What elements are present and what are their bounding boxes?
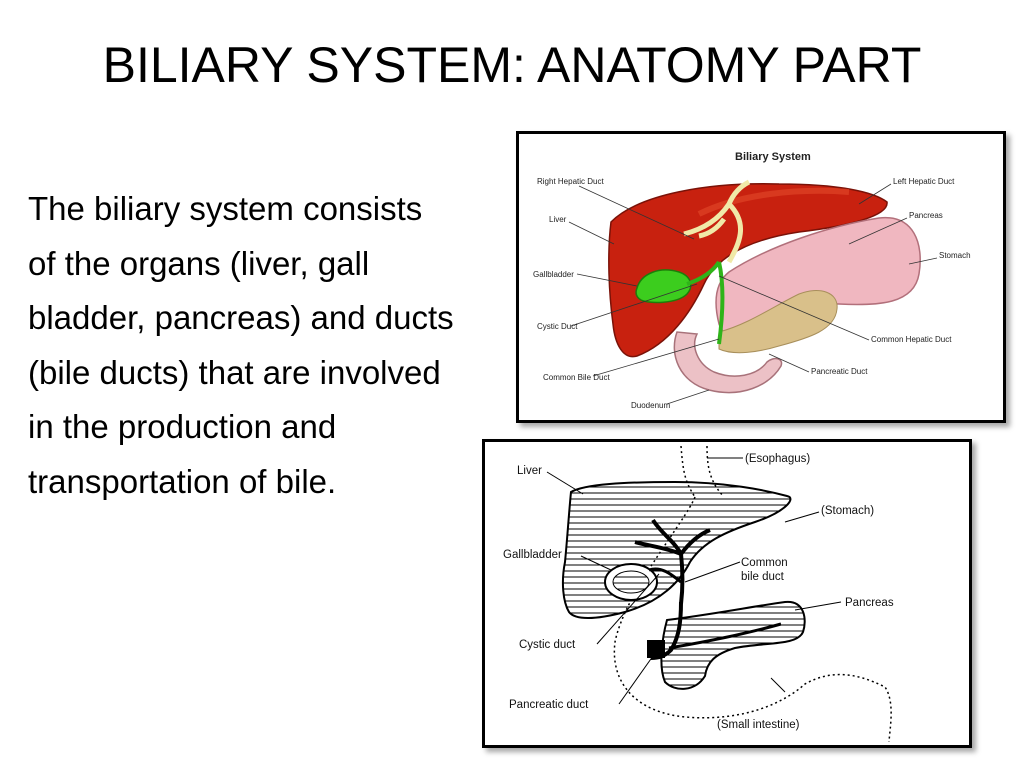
esophagus-outline <box>680 445 724 498</box>
label-left-hepatic-duct: Left Hepatic Duct <box>893 177 955 186</box>
label-gallbladder: Gallbladder <box>533 270 574 279</box>
label-pancreas: Pancreas <box>909 211 943 220</box>
bile-duct-path <box>686 260 725 345</box>
gallbladder-inner <box>612 570 650 594</box>
biliary-system-color-illustration: Biliary System <box>516 131 1006 423</box>
label-common-bile-duct: Common Bile Duct <box>543 373 610 382</box>
ampulla-mark <box>647 640 665 658</box>
liver-highlight <box>697 187 850 217</box>
hepatic-ducts <box>683 179 751 264</box>
label-common-hepatic-duct: Common Hepatic Duct <box>871 335 952 344</box>
label-cystic-duct-2: Cystic duct <box>519 639 576 651</box>
label-esophagus: (Esophagus) <box>745 453 810 465</box>
biliary-line-diagram: (Esophagus) Liver (Stomach) Gallbladder … <box>503 445 894 743</box>
label-common-bile-duct-2b: bile duct <box>741 571 785 583</box>
label-liver-2: Liver <box>517 465 542 477</box>
slide-title: BILIARY SYSTEM: ANATOMY PART <box>102 37 922 93</box>
figure1-title: Biliary System <box>735 151 811 163</box>
leader-lines-2 <box>546 457 842 705</box>
label-liver: Liver <box>549 215 567 224</box>
cystic-duct-line <box>648 567 682 584</box>
biliary-color-diagram: Biliary System <box>533 151 971 410</box>
label-cystic-duct: Cystic Duct <box>537 322 578 331</box>
label-pancreatic-duct-2: Pancreatic duct <box>509 699 589 711</box>
label-common-bile-duct-2a: Common <box>741 557 788 569</box>
label-pancreatic-duct: Pancreatic Duct <box>811 367 868 376</box>
label-stomach: Stomach <box>939 251 971 260</box>
gallbladder-shape <box>635 269 692 304</box>
duodenum-shape <box>673 331 783 394</box>
label-gallbladder-2: Gallbladder <box>503 549 562 561</box>
liver-shape <box>608 183 888 358</box>
pancreas-shape <box>718 290 838 354</box>
biliary-system-line-drawing: (Esophagus) Liver (Stomach) Gallbladder … <box>482 439 972 748</box>
label-duodenum: Duodenum <box>631 401 670 410</box>
leader-lines <box>568 183 938 405</box>
pancreatic-duct-line <box>668 622 782 650</box>
label-pancreas-2: Pancreas <box>845 597 894 609</box>
slide-body-text: The biliary system consists of the organ… <box>28 190 454 500</box>
label-right-hepatic-duct: Right Hepatic Duct <box>537 177 604 186</box>
label-stomach-2: (Stomach) <box>821 505 874 517</box>
pancreas-outline <box>660 600 806 690</box>
hepatic-duct-branches <box>634 518 711 605</box>
label-small-intestine: (Small intestine) <box>717 719 800 731</box>
